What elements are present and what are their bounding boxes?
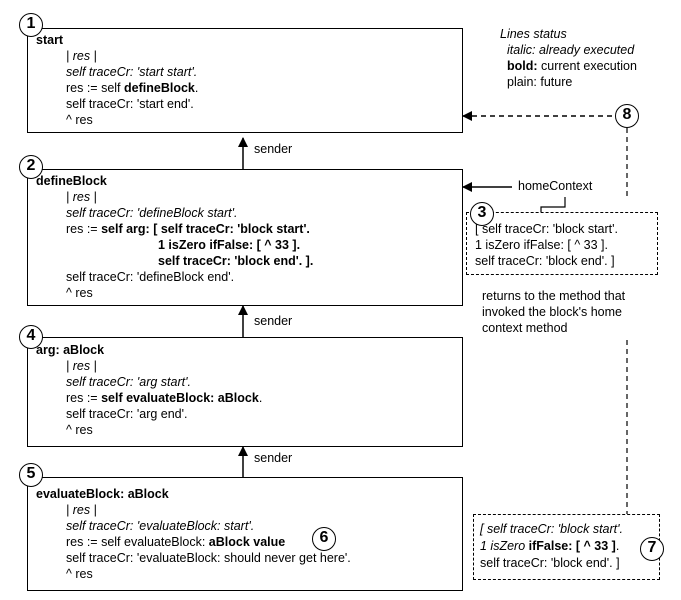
sender-label: sender [252, 142, 295, 156]
legend-title: Lines status [500, 27, 567, 41]
marker-7: 7 [640, 537, 664, 561]
code-line: self traceCr: 'start end'. [66, 97, 194, 111]
code-line: self traceCr: 'arg start'. [66, 375, 191, 389]
code-line: self traceCr: 'defineBlock end'. [66, 270, 235, 284]
context-define-block: defineBlock | res | self traceCr: 'defin… [27, 169, 463, 306]
code-line: ^ res [66, 113, 93, 127]
context-evaluate-block: evaluateBlock: aBlock | res | self trace… [27, 477, 463, 591]
context-start: start | res | self traceCr: 'start start… [27, 28, 463, 133]
code-line: | res | [66, 49, 97, 63]
code-line: | res | [66, 503, 97, 517]
block-line: self traceCr: 'block end'. ] [475, 254, 615, 268]
context-arg: arg: aBlock | res | self traceCr: 'arg s… [27, 337, 463, 447]
code-line: | res | [66, 359, 97, 373]
code-line: self traceCr: 'block end'. ]. [158, 254, 314, 268]
block-line: 1 isZero ifFalse: [ ^ 33 ]. [475, 238, 608, 252]
code-line: ^ res [66, 567, 93, 581]
legend-plain: plain: future [507, 75, 573, 89]
marker-3: 3 [470, 202, 494, 226]
returns-note-line: invoked the block's home [482, 305, 622, 319]
code-line: self traceCr: 'defineBlock start'. [66, 206, 238, 220]
code-line: ^ res [66, 286, 93, 300]
marker-8: 8 [615, 104, 639, 128]
code-line: res := self defineBlock. [66, 81, 199, 95]
marker-4: 4 [19, 325, 43, 349]
code-line: res := self arg: [ self traceCr: 'block … [66, 222, 310, 236]
code-line: self traceCr: 'arg end'. [66, 407, 188, 421]
returns-note-line: context method [482, 321, 568, 335]
sender-label: sender [252, 451, 295, 465]
block-closure: [ self traceCr: 'block start'. 1 isZero … [466, 212, 658, 275]
code-line: | res | [66, 190, 97, 204]
block-line: self traceCr: 'block end'. ] [480, 556, 620, 570]
marker-5: 5 [19, 463, 43, 487]
context-header: arg: aBlock [36, 343, 105, 357]
legend-bold: bold: current execution [507, 59, 637, 73]
marker-6: 6 [312, 527, 336, 551]
code-line: self traceCr: 'evaluateBlock: should nev… [66, 551, 351, 565]
returns-note-line: returns to the method that [482, 289, 626, 303]
block-line: [ self traceCr: 'block start'. [480, 522, 624, 536]
code-line: res := self evaluateBlock: aBlock value [66, 535, 286, 549]
sender-label: sender [252, 314, 295, 328]
code-line: 1 isZero ifFalse: [ ^ 33 ]. [158, 238, 301, 252]
code-line: self traceCr: 'evaluateBlock: start'. [66, 519, 255, 533]
marker-2: 2 [19, 155, 43, 179]
code-line: res := self evaluateBlock: aBlock. [66, 391, 263, 405]
context-header: start [36, 33, 64, 47]
code-line: self traceCr: 'start start'. [66, 65, 198, 79]
code-line: ^ res [66, 423, 93, 437]
block-line: 1 isZero ifFalse: [ ^ 33 ]. [480, 539, 620, 553]
legend-italic: italic: already executed [507, 43, 635, 57]
context-header: defineBlock [36, 174, 107, 188]
context-header: evaluateBlock: aBlock [36, 487, 169, 501]
home-context-bracket [540, 197, 566, 212]
block-line: [ self traceCr: 'block start'. [475, 222, 619, 236]
marker-1: 1 [19, 13, 43, 37]
home-context-label: homeContext [516, 179, 595, 193]
block-closure-executing: [ self traceCr: 'block start'. 1 isZero … [473, 514, 660, 580]
